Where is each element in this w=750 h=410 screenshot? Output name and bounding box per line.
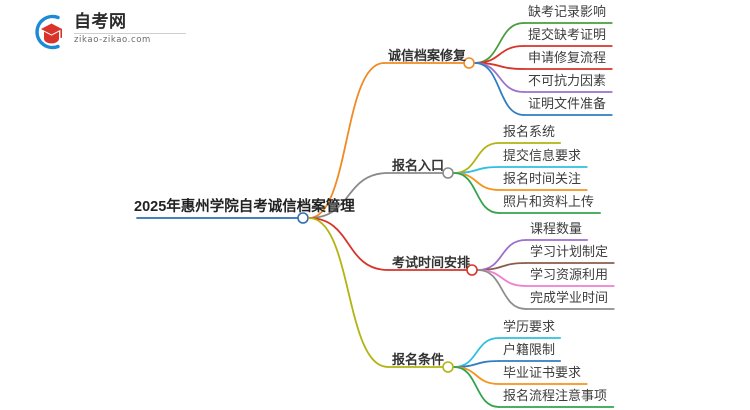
leaf-label-4-3[interactable]: 毕业证书要求: [503, 365, 582, 380]
leaf-label-2-4[interactable]: 照片和资料上传: [503, 194, 595, 209]
logo-title: 自考网: [74, 12, 127, 31]
leaf-label-4-2[interactable]: 户籍限制: [503, 342, 556, 357]
root-node-circle[interactable]: [297, 212, 309, 224]
leaf-label-4-4[interactable]: 报名流程注意事项: [503, 388, 608, 403]
connector-line: [453, 166, 500, 174]
branch-label-3[interactable]: 考试时间安排: [392, 255, 471, 270]
connector-line: [474, 62, 525, 116]
connector-line: [453, 142, 500, 174]
connector-line: [477, 262, 527, 271]
leaf-label-3-4[interactable]: 完成学业时间: [530, 290, 609, 305]
connector-line: [453, 172, 500, 214]
leaf-label-1-1[interactable]: 缺考记录影响: [528, 4, 607, 19]
branch-node-circle-4[interactable]: [442, 361, 454, 373]
connector-line: [474, 22, 525, 64]
logo-subtitle: zikao-zikao.com: [74, 35, 151, 45]
branch-label-2[interactable]: 报名入口: [392, 158, 445, 173]
branch-node-circle-3[interactable]: [466, 264, 478, 276]
root-node-label[interactable]: 2025年惠州学院自考诚信档案管理: [134, 199, 355, 215]
connector-line: [308, 217, 389, 271]
leaf-label-2-3[interactable]: 报名时间关注: [503, 171, 582, 186]
logo-text: 自考网 zikao-zikao.com: [74, 12, 189, 46]
connector-line: [477, 269, 527, 287]
leaf-label-3-3[interactable]: 学习资源利用: [530, 267, 609, 282]
site-logo[interactable]: 自考网 zikao-zikao.com: [28, 8, 188, 54]
leaf-label-2-1[interactable]: 报名系统: [503, 124, 556, 139]
leaf-label-1-5[interactable]: 证明文件准备: [528, 96, 607, 111]
leaf-label-2-2[interactable]: 提交信息要求: [503, 148, 582, 163]
leaf-label-4-1[interactable]: 学历要求: [503, 319, 556, 334]
branch-node-circle-2[interactable]: [442, 167, 454, 179]
branch-node-circle-1[interactable]: [463, 57, 475, 69]
connector-line: [453, 360, 500, 368]
leaf-label-1-2[interactable]: 提交缺考证明: [528, 27, 607, 42]
branch-label-1[interactable]: 诚信档案修复: [388, 48, 467, 63]
leaf-label-3-2[interactable]: 学习计划制定: [530, 244, 609, 259]
branch-label-4[interactable]: 报名条件: [392, 352, 445, 367]
connector-line: [477, 269, 527, 310]
connector-line: [308, 172, 389, 219]
connector-line: [474, 45, 525, 64]
connector-line: [308, 62, 385, 219]
connector-line: [308, 217, 389, 368]
connector-line: [453, 337, 500, 368]
connector-line: [453, 366, 500, 385]
graduation-cap-icon: [35, 14, 62, 50]
leaf-label-1-3[interactable]: 申请修复流程: [528, 50, 607, 65]
connector-line: [453, 366, 500, 408]
leaf-label-3-1[interactable]: 课程数量: [530, 221, 583, 236]
logo-divider: [74, 33, 186, 34]
leaf-label-1-4[interactable]: 不可抗力因素: [528, 73, 607, 88]
connector-line: [477, 239, 527, 271]
connector-line: [453, 172, 500, 191]
